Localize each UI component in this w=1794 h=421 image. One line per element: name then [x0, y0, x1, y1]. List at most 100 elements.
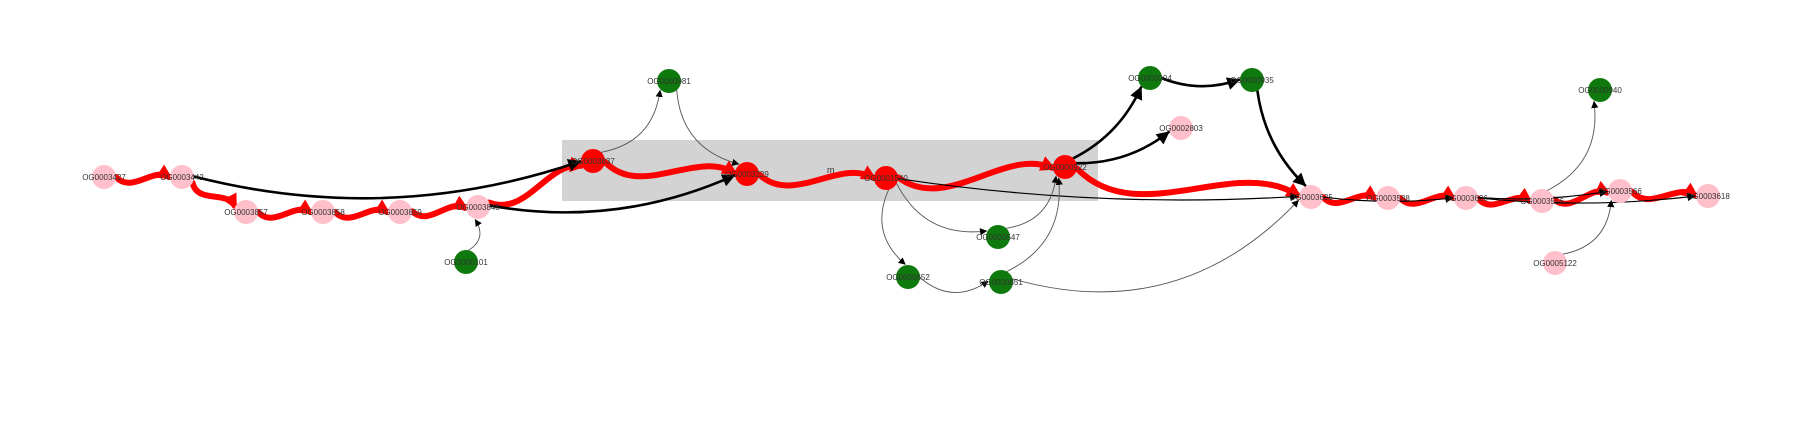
- node-label-OG0003626: OG0003626: [1444, 194, 1488, 203]
- edge-OG0003442-to-OG0003857: [189, 179, 238, 210]
- node-label-OG0003857: OG0003857: [224, 208, 268, 217]
- node-label-OG0003556: OG0003556: [1520, 197, 1564, 206]
- edge-OG0000851-to-OG0000922: [1006, 177, 1063, 272]
- node-OG0003858[interactable]: OG0003858: [301, 200, 345, 224]
- node-OG0003848[interactable]: OG0003848: [456, 195, 500, 219]
- node-circle-OG0003626[interactable]: [1454, 186, 1478, 210]
- node-label-OG0000101: OG0000101: [444, 258, 488, 267]
- node-OG0003556[interactable]: OG0003556: [1520, 189, 1564, 213]
- edge-OG0000851-to-OG0003625: [1012, 199, 1299, 293]
- node-OG0003618[interactable]: OG0003618: [1686, 184, 1730, 208]
- node-OG0003837[interactable]: OG0003837: [571, 149, 615, 173]
- node-label-OG0000922: OG0000922: [1043, 163, 1087, 172]
- node-circle-OG0003848[interactable]: [466, 195, 490, 219]
- node-circle-OG0003837[interactable]: [581, 149, 605, 173]
- edge-OG0000922-to-OG0003625: [1073, 165, 1303, 199]
- node-circle-OG0003858[interactable]: [311, 200, 335, 224]
- node-OG0003427[interactable]: OG0003427: [82, 165, 126, 189]
- node-label-OG0003566: OG0003566: [1598, 187, 1642, 196]
- node-label-OG0000940: OG0000940: [1578, 86, 1622, 95]
- node-label-OG0003625: OG0003625: [1289, 193, 1333, 202]
- node-OG0000652[interactable]: OG0000652: [886, 265, 930, 289]
- edge-OG0005122-to-OG0003566: [1562, 199, 1615, 255]
- node-OG0000101[interactable]: OG0000101: [444, 250, 488, 274]
- node-label-OG0000981: OG0000981: [647, 77, 691, 86]
- node-OG0002803[interactable]: OG0002803: [1159, 116, 1203, 140]
- node-label-OG0003442: OG0003442: [160, 173, 204, 182]
- node-OG0000904[interactable]: OG0000904: [1128, 66, 1172, 90]
- node-label-OG0001540: OG0001540: [864, 174, 908, 183]
- node-label-OG0003618: OG0003618: [1686, 192, 1730, 201]
- node-OG0000851[interactable]: OG0000851: [979, 270, 1023, 294]
- edge-OG0003229-to-OG0001540: [755, 165, 878, 189]
- edge-OG0000101-to-OG0003848: [468, 219, 482, 251]
- node-circle-OG0000851[interactable]: [989, 270, 1013, 294]
- node-OG0003229[interactable]: OG0003229: [725, 162, 769, 186]
- node-circle-OG0003427[interactable]: [92, 165, 116, 189]
- edge-OG0001540-to-OG0000652: [881, 189, 906, 265]
- module-label: m: [827, 165, 835, 175]
- node-circle-OG0000922[interactable]: [1053, 155, 1077, 179]
- node-label-OG0003859: OG0003859: [378, 208, 422, 217]
- node-circle-OG0000101[interactable]: [454, 250, 478, 274]
- node-circle-OG0000652[interactable]: [896, 265, 920, 289]
- node-OG0003625[interactable]: OG0003625: [1289, 185, 1333, 209]
- edge-OG0003837-to-OG0000981: [600, 89, 663, 153]
- node-OG0005122[interactable]: OG0005122: [1533, 251, 1577, 275]
- node-circle-OG0005122[interactable]: [1543, 251, 1567, 275]
- node-circle-OG0000940[interactable]: [1588, 78, 1612, 102]
- node-OG0000981[interactable]: OG0000981: [647, 69, 691, 93]
- node-label-OG0000935: OG0000935: [1230, 76, 1274, 85]
- edge-OG0001540-to-OG0000922: [894, 156, 1057, 192]
- node-OG0000922[interactable]: OG0000922: [1043, 155, 1087, 179]
- node-OG0003566[interactable]: OG0003566: [1598, 179, 1642, 203]
- node-circle-OG0003442[interactable]: [170, 165, 194, 189]
- edge-OG0000922-to-OG0002803: [1075, 130, 1170, 165]
- node-circle-OG0000547[interactable]: [986, 225, 1010, 249]
- node-label-OG0000652: OG0000652: [886, 273, 930, 282]
- node-circle-OG0003857[interactable]: [234, 200, 258, 224]
- node-OG0003857[interactable]: OG0003857: [224, 200, 268, 224]
- node-label-OG0003229: OG0003229: [725, 170, 769, 179]
- node-label-OG0000547: OG0000547: [976, 233, 1020, 242]
- node-OG0003442[interactable]: OG0003442: [160, 165, 204, 189]
- node-label-OG0003588: OG0003588: [1366, 194, 1410, 203]
- edge-OG0001540-to-OG0003625: [897, 177, 1299, 202]
- node-label-OG0003837: OG0003837: [571, 157, 615, 166]
- node-circle-OG0003556[interactable]: [1530, 189, 1554, 213]
- node-OG0001540[interactable]: OG0001540: [864, 166, 908, 190]
- node-label-OG0005122: OG0005122: [1533, 259, 1577, 268]
- edge-OG0003848-to-OG0003229: [488, 174, 736, 214]
- node-circle-OG0000904[interactable]: [1138, 66, 1162, 90]
- node-label-OG0000851: OG0000851: [979, 278, 1023, 287]
- node-OG0003626[interactable]: OG0003626: [1444, 186, 1488, 210]
- node-circle-OG0000935[interactable]: [1240, 68, 1264, 92]
- node-OG0003859[interactable]: OG0003859: [378, 200, 422, 224]
- edge-OG0003556-to-OG0000940: [1547, 100, 1599, 191]
- node-circle-OG0003625[interactable]: [1299, 185, 1323, 209]
- node-OG0000547[interactable]: OG0000547: [976, 225, 1020, 249]
- node-label-OG0003427: OG0003427: [82, 173, 126, 182]
- node-label-OG0003848: OG0003848: [456, 203, 500, 212]
- node-circle-OG0003566[interactable]: [1608, 179, 1632, 203]
- node-circle-OG0003229[interactable]: [735, 162, 759, 186]
- node-label-OG0000904: OG0000904: [1128, 74, 1172, 83]
- node-circle-OG0003618[interactable]: [1696, 184, 1720, 208]
- node-OG0003588[interactable]: OG0003588: [1366, 186, 1410, 210]
- node-OG0000935[interactable]: OG0000935: [1230, 68, 1274, 92]
- node-circle-OG0000981[interactable]: [657, 69, 681, 93]
- edge-OG0000652-to-OG0000851: [919, 277, 989, 293]
- edges-layer: [113, 76, 1699, 293]
- node-circle-OG0003859[interactable]: [388, 200, 412, 224]
- edge-OG0003858-to-OG0003859: [332, 199, 391, 221]
- node-circle-OG0002803[interactable]: [1169, 116, 1193, 140]
- node-circle-OG0003588[interactable]: [1376, 186, 1400, 210]
- edge-OG0003427-to-OG0003442: [113, 164, 173, 186]
- edge-OG0001540-to-OG0000547: [896, 183, 988, 236]
- edge-OG0003566-to-OG0003618: [1628, 182, 1699, 203]
- node-circle-OG0001540[interactable]: [874, 166, 898, 190]
- edge-OG0000547-to-OG0000922: [1005, 175, 1059, 229]
- node-OG0000940[interactable]: OG0000940: [1578, 78, 1622, 102]
